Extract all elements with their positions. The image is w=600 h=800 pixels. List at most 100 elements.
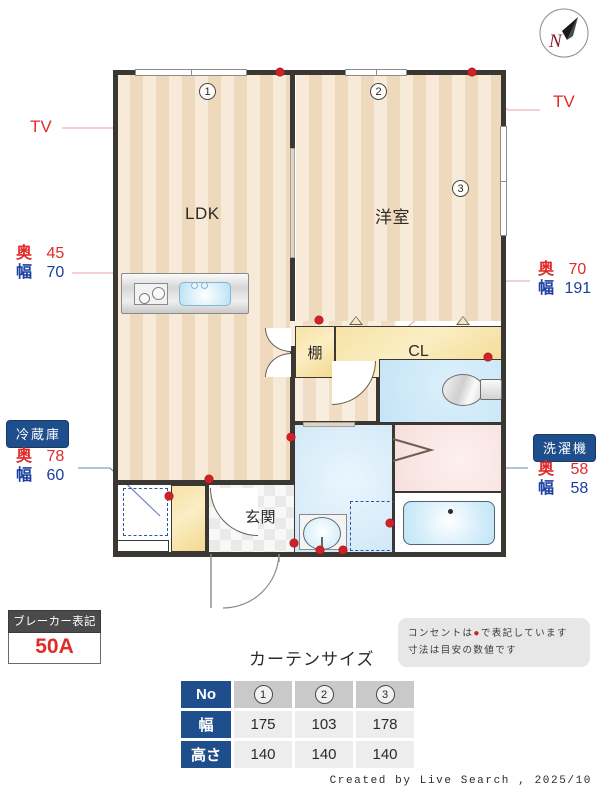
curtain-number-3: 3 [375, 685, 395, 705]
dims-closet: 奥 70 幅 191 [538, 261, 591, 299]
legend-note: コンセントは●で表記しています 寸法は目安の数値です [398, 618, 590, 668]
curtain-row-header-height: 高さ [181, 741, 231, 768]
outlet-washitsu-north [468, 68, 476, 76]
closet-tana-label: 棚 [307, 344, 323, 362]
dims-closet-width-value: 191 [564, 279, 592, 297]
window-1 [135, 69, 247, 76]
table-row-height: 高さ 140 140 140 [181, 741, 414, 768]
dims-washer-depth-value: 58 [570, 461, 589, 478]
outlet-mark-icon: ● [473, 628, 481, 639]
wall-north [113, 70, 506, 75]
curtain-col-1: 1 [234, 681, 292, 708]
breaker-value: 50A [8, 633, 101, 664]
north-arrow-compass: N [537, 6, 591, 60]
refrigerator-space [123, 488, 168, 536]
sliding-partition [290, 148, 295, 258]
curtain-width-2: 103 [295, 711, 353, 738]
curtain-height-1: 140 [234, 741, 292, 768]
curtain-col-3: 3 [356, 681, 414, 708]
curtain-row-header-no: No [181, 681, 231, 708]
curtain-number-1: 1 [253, 685, 273, 705]
legend-note-line1-pre: コンセントは [408, 628, 474, 639]
curtain-height-3: 140 [356, 741, 414, 768]
bathtub-icon [403, 501, 495, 545]
wall-corridor-west [290, 346, 295, 426]
dims-fridge-width-value: 60 [46, 466, 65, 484]
room-washitsu-floor [296, 74, 502, 321]
window-3 [500, 126, 507, 236]
outlet-washroom-west [287, 433, 295, 441]
washbasin-tap-icon [321, 537, 323, 549]
balcony-step [117, 540, 169, 552]
tv-label-right: TV [553, 92, 575, 111]
wall-genkan-west [205, 480, 209, 557]
credit-text: Created by Live Search , 2025/10 [329, 775, 592, 787]
folding-door-icon-2 [456, 316, 470, 325]
dims-washer-width-value: 58 [570, 479, 589, 497]
dims-kitchen-width-key: 幅 [16, 263, 33, 281]
dims-fridge-depth-value: 78 [46, 448, 65, 465]
kitchen-counter [121, 273, 249, 314]
toilet-bowl-icon [442, 374, 484, 406]
tag-refrigerator: 冷蔵庫 [6, 420, 70, 448]
room-label-washitsu: 洋室 [375, 208, 410, 227]
compass-north-letter: N [549, 31, 562, 52]
closet-tana: 棚 [295, 326, 335, 378]
dims-closet-width-key: 幅 [538, 279, 555, 297]
curtain-number-2: 2 [314, 685, 334, 705]
dims-kitchen: 奥 45 幅 70 [16, 245, 64, 283]
wall-east [501, 70, 506, 557]
washroom-sliding-door [303, 422, 355, 427]
entrance-door [210, 553, 280, 609]
window-2 [345, 69, 407, 76]
room-washroom [294, 424, 395, 553]
floor-plan: 1 2 3 LDK 洋室 棚 CL [113, 68, 507, 609]
wall-west [113, 70, 118, 557]
curtain-width-3: 178 [356, 711, 414, 738]
door-open-arrow-icon [392, 438, 435, 462]
dims-kitchen-depth-value: 45 [46, 245, 65, 262]
outlet-washroom-south-1 [290, 539, 298, 547]
shoe-cupboard [171, 485, 206, 552]
outlet-washroom-east [386, 519, 394, 527]
kitchen-sink-icon [179, 282, 231, 306]
room-label-genkan: 玄関 [245, 509, 277, 526]
room-label-ldk: LDK [185, 204, 220, 223]
room-bath [394, 492, 502, 553]
dims-fridge-width-key: 幅 [16, 466, 33, 484]
legend-note-line1-post: で表記しています [480, 628, 568, 639]
window-number-1: 1 [199, 83, 216, 100]
dims-closet-depth-key: 奥 [538, 261, 555, 278]
breaker-box: ブレーカー表記 50A [8, 610, 101, 664]
curtain-size-table: No 1 2 3 幅 175 103 178 高さ 140 140 140 [178, 678, 417, 771]
table-row-no: No 1 2 3 [181, 681, 414, 708]
dims-kitchen-depth-key: 奥 [16, 245, 33, 262]
curtain-table-title: カーテンサイズ [249, 650, 375, 669]
tv-label-left: TV [30, 117, 52, 136]
tag-washing-machine: 洗濯機 [533, 434, 597, 462]
outlet-ldk-north [276, 68, 284, 76]
breaker-title: ブレーカー表記 [8, 610, 101, 633]
dims-kitchen-width-value: 70 [46, 263, 65, 281]
window-number-2: 2 [370, 83, 387, 100]
dims-washer-width-key: 幅 [538, 479, 555, 497]
legend-note-line-2: 寸法は目安の数値です [408, 644, 518, 656]
wall-south [113, 552, 506, 557]
curtain-width-1: 175 [234, 711, 292, 738]
room-toilet [379, 359, 502, 423]
legend-note-line-1: コンセントは●で表記しています [408, 625, 580, 643]
dims-refrigerator: 奥 78 幅 60 [16, 448, 64, 486]
folding-door-icon-1 [349, 316, 363, 325]
curtain-col-2: 2 [295, 681, 353, 708]
stove-icon [134, 283, 168, 305]
outlet-fridge [165, 492, 173, 500]
toilet-tank-icon [480, 379, 502, 400]
outlet-tana [315, 316, 323, 324]
outlet-toilet [484, 353, 492, 361]
curtain-height-2: 140 [295, 741, 353, 768]
dims-washing-machine: 奥 58 幅 58 [538, 461, 588, 499]
dims-washer-depth-key: 奥 [538, 461, 555, 478]
room-dressing [392, 424, 502, 492]
dims-closet-depth-value: 70 [568, 261, 587, 278]
